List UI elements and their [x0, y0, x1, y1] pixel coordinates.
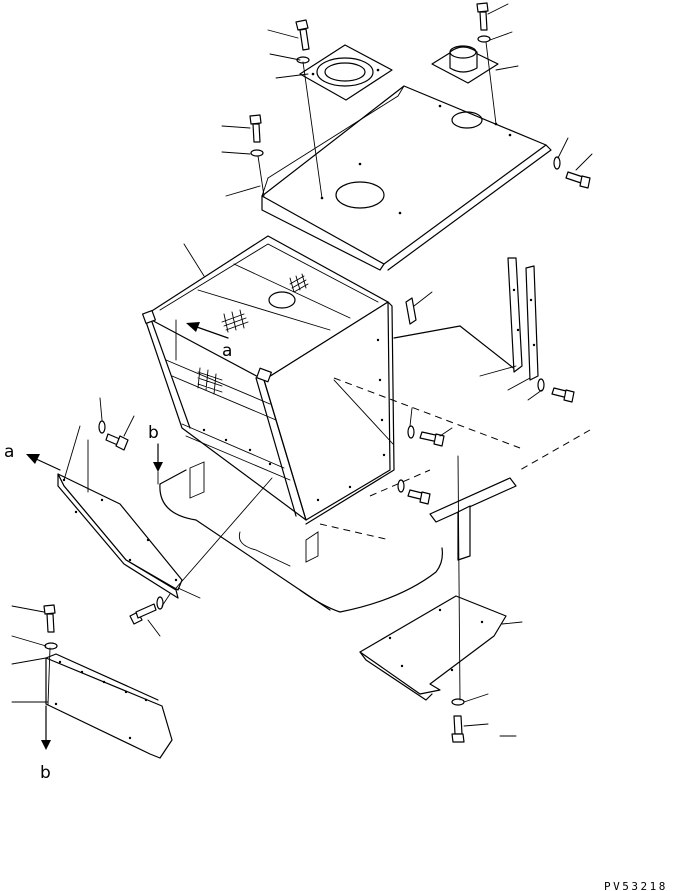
bolt-lower-cover — [129, 603, 157, 625]
bolt-top-right — [476, 2, 489, 31]
arrow-b-mid — [153, 443, 163, 485]
main-box-frame — [141, 235, 395, 525]
vertical-brackets-right — [507, 257, 539, 381]
bolt-base — [407, 489, 431, 505]
washer-top-right — [477, 35, 491, 43]
washer-bottom-right — [451, 698, 465, 706]
bolt-bottom-right — [451, 715, 465, 743]
duct-flange-left — [299, 44, 393, 101]
washer-bracket — [537, 378, 545, 392]
washer-box-side — [407, 425, 415, 439]
washer-bottom-left — [44, 642, 58, 650]
bolt-right-edge — [565, 171, 591, 189]
reference-label-b-mid: b — [148, 423, 159, 443]
assembly-centerlines — [47, 41, 497, 705]
arrow-a-left — [26, 454, 61, 471]
reference-label-b-bottom: b — [40, 763, 51, 783]
breather-cap-right — [431, 45, 499, 84]
bolt-top-center — [295, 19, 310, 51]
base-frame — [159, 325, 521, 613]
bolt-bottom-left — [43, 604, 56, 633]
top-cover-plate — [261, 85, 552, 271]
washer-base — [397, 479, 405, 493]
mesh-grille-front — [197, 367, 223, 395]
drawing-code: PV53218 — [604, 880, 668, 891]
bottom-left-plate — [45, 653, 173, 759]
washer-right-edge — [553, 156, 561, 170]
bolt-left-cover — [105, 433, 129, 451]
mesh-grille-top — [289, 273, 309, 293]
arrow-b-bottom — [41, 705, 51, 750]
mesh-grille-side — [221, 309, 249, 333]
bolt-upper-left — [249, 114, 262, 143]
bottom-right-plate — [359, 595, 507, 701]
washer-left-cover — [98, 420, 106, 434]
washer-upper-left — [250, 149, 264, 157]
reference-label-a-box: a — [222, 341, 232, 361]
small-clip — [405, 297, 417, 325]
leader-lines — [11, 3, 593, 737]
arrow-a-box — [175, 319, 229, 361]
washer-lower-cover — [156, 596, 164, 610]
bolt-box-side — [419, 431, 445, 447]
left-side-cover-plate — [57, 473, 183, 599]
reference-label-a-left: a — [4, 442, 14, 462]
bolt-bracket — [551, 387, 575, 403]
long-angle-bracket — [429, 429, 591, 561]
